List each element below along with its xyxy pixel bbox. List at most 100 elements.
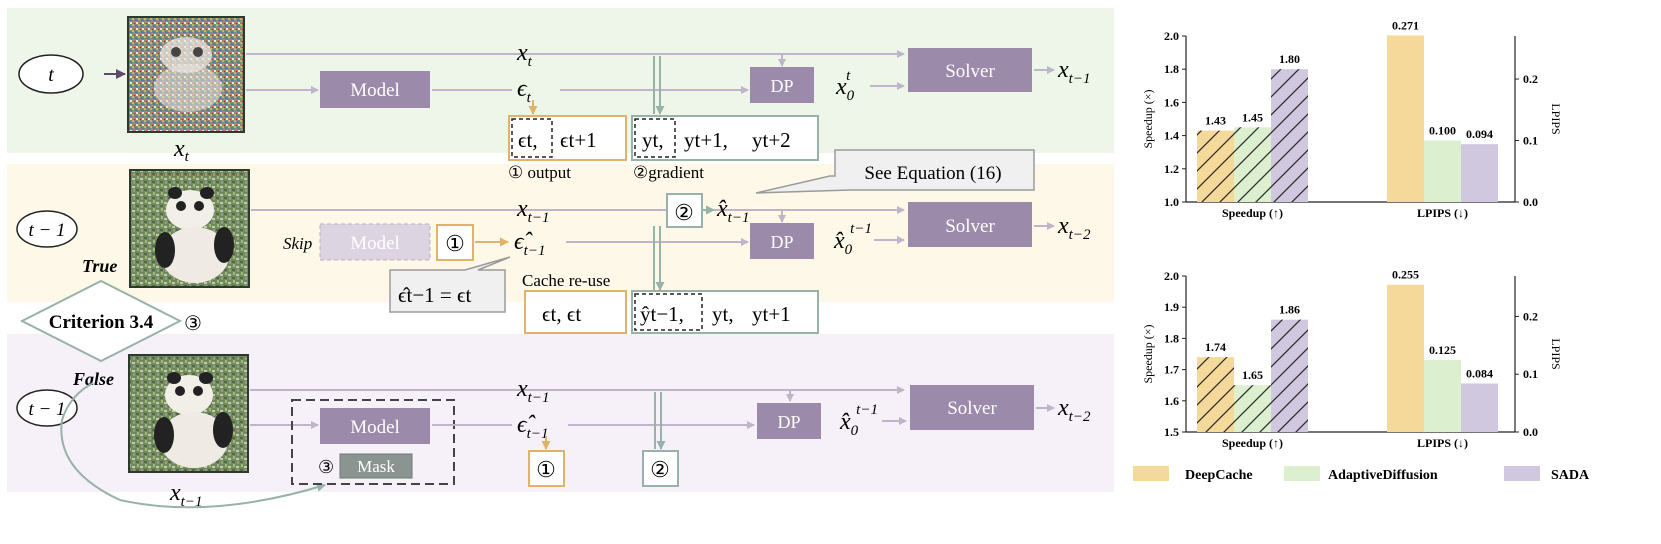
category-label-lpips: LPIPS (↓)	[1417, 206, 1468, 220]
category-label-lpips: LPIPS (↓)	[1417, 436, 1468, 450]
x-symbol-row3: xt−1	[516, 376, 549, 406]
model-label: Model	[350, 80, 400, 101]
left-tick-label: 2.0	[1164, 29, 1179, 43]
bar-speedup-value-label: 1.65	[1242, 368, 1263, 382]
x-hat-symbol: x̂t−1	[716, 196, 749, 226]
left-tick-label: 1.8	[1164, 62, 1179, 76]
left-tick-label: 1.6	[1164, 95, 1179, 109]
bar-lpips-value-label: 0.255	[1392, 268, 1419, 282]
dp-label-row3: DP	[777, 412, 800, 432]
dp-box-2	[750, 223, 814, 259]
panda-image-row3	[128, 354, 249, 473]
x-t-minus-2-output: xt−2	[1057, 213, 1091, 243]
dp-label: DP	[770, 76, 793, 96]
false-branch-curve	[60, 382, 326, 509]
bar-speedup-value-label: 1.43	[1205, 114, 1226, 128]
criterion-node: Criterion 3.4 ③ True False	[19, 256, 202, 389]
reuse-equation-box	[389, 256, 511, 313]
bar-speedup-value-label: 1.74	[1205, 340, 1226, 354]
left-tick-label: 2.0	[1164, 269, 1179, 283]
reused-y-cache-item-0: ŷt−1,	[640, 302, 684, 326]
mask-box	[339, 453, 413, 479]
right-tick-label: 0.0	[1523, 195, 1538, 209]
mask-label: Mask	[357, 457, 395, 476]
legend-label-deepcache: DeepCache	[1185, 468, 1253, 483]
model-label-row3: Model	[350, 417, 400, 438]
left-tick-label: 1.0	[1164, 195, 1179, 209]
dp-label-2: DP	[770, 232, 793, 252]
solver-box	[908, 48, 1032, 92]
criterion-marker: ③	[184, 313, 202, 335]
mask-marker: ③	[318, 457, 334, 477]
left-axis-title: Speedup (×)	[1141, 89, 1155, 148]
reused-eps-cache-text: ϵt, ϵt	[542, 302, 581, 326]
right-tick-label: 0.1	[1523, 367, 1538, 381]
legend-swatch-sada	[1504, 466, 1540, 481]
x0-hat-symbol: x̂0t−1	[833, 221, 872, 258]
timestep-t-node	[18, 54, 84, 94]
reused-y-cache-highlight	[634, 293, 703, 331]
criterion-false-label: False	[72, 369, 114, 389]
y-cache-highlight	[634, 118, 676, 158]
reuse-output-badge-label: ①	[445, 231, 465, 256]
left-tick-label: 1.5	[1164, 425, 1179, 439]
bar-speedup-hatch	[1271, 69, 1308, 202]
output-badge-row3	[528, 450, 565, 487]
y-cache-item-2: yt+2	[752, 128, 791, 152]
bar-lpips-deepcache	[1387, 35, 1424, 202]
solver-label-row3: Solver	[947, 398, 997, 419]
solver-box-2	[908, 202, 1032, 247]
left-tick-label: 1.6	[1164, 394, 1179, 408]
bar-lpips-value-label: 0.271	[1392, 18, 1419, 32]
reuse-output-badge	[436, 224, 474, 261]
bar-speedup-value-label: 1.80	[1279, 52, 1300, 66]
timestep-row3-label: t − 1	[28, 399, 65, 420]
y-cache-box	[631, 115, 819, 161]
timestep-t-label: t	[48, 64, 54, 86]
bar-speedup-value-label: 1.86	[1279, 303, 1300, 317]
legend-swatch-adaptive	[1284, 466, 1320, 481]
x-t-minus-1-symbol: xt−1	[516, 196, 549, 226]
image-caption-xt-minus-1: xt−1	[169, 480, 202, 510]
y-cache-item-0: yt,	[642, 128, 664, 152]
bar-lpips-value-label: 0.094	[1466, 127, 1493, 141]
eps-cache-highlight	[511, 118, 553, 158]
criterion-diamond	[19, 279, 183, 363]
bar-lpips-value-label: 0.100	[1429, 124, 1456, 138]
skipped-model-label: Model	[350, 233, 400, 254]
bar-lpips-sada	[1461, 383, 1498, 432]
panda-image-row2	[129, 169, 250, 288]
row1-step-t: t xt Model xt ϵt DP x0t	[18, 16, 1090, 182]
bar-lpips-deepcache	[1387, 284, 1424, 432]
bar-speedup-hatch	[1197, 357, 1234, 432]
criterion-true-label: True	[82, 256, 117, 276]
bar-lpips-value-label: 0.125	[1429, 343, 1456, 357]
eps-t-symbol: ϵt	[517, 76, 532, 106]
reused-y-cache-item-2: yt+1	[752, 302, 791, 326]
right-axis-title: LPIPS	[1549, 103, 1563, 134]
skip-label: Skip	[283, 234, 312, 253]
solver-label-2: Solver	[945, 216, 995, 237]
bar-lpips-value-label: 0.084	[1466, 366, 1493, 380]
right-tick-label: 0.1	[1523, 134, 1538, 148]
skipped-model-box	[319, 223, 431, 261]
dp-box	[750, 67, 814, 103]
noisy-image-xt	[127, 16, 245, 133]
legend-label-sada: SADA	[1551, 468, 1590, 483]
solver-label: Solver	[945, 61, 995, 82]
eps-hat-symbol-row3: ϵ̂t−1	[517, 412, 548, 442]
bar-speedup-hatch	[1197, 130, 1234, 202]
category-label-speedup: Speedup (↑)	[1222, 206, 1283, 220]
cache-reuse-label: Cache re-use	[522, 271, 610, 290]
x0-t-symbol: x0t	[835, 68, 855, 104]
right-axis-title: LPIPS	[1549, 338, 1563, 369]
dp-box-row3	[757, 403, 821, 439]
criterion-label: Criterion 3.4	[49, 312, 154, 333]
pipeline-diagram: t xt Model xt ϵt DP x0t	[7, 8, 1114, 510]
x-t-minus-1-output: xt−1	[1057, 57, 1090, 87]
image-caption-xt: xt	[173, 136, 190, 165]
output-label: ① output	[508, 163, 571, 182]
